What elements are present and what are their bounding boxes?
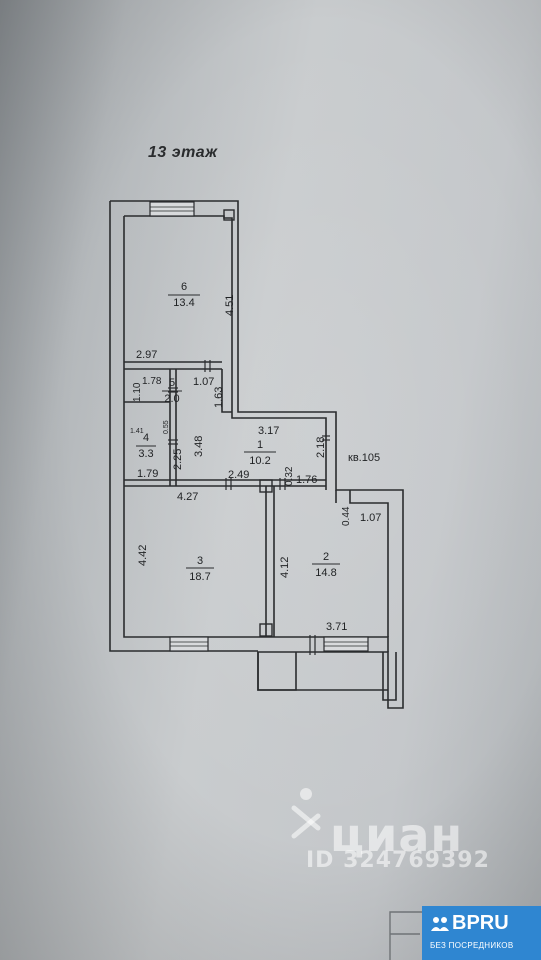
room-2-number: 2 [323,551,329,563]
column-3 [223,209,235,221]
badge-subtitle: БЕЗ ПОСРЕДНИКОВ [430,941,514,950]
dim-4-27: 4.27 [177,491,198,503]
dim-1-63: 1.63 [213,387,225,408]
dim-0-32: 0.32 [284,466,295,486]
window-room2 [323,636,369,652]
dim-1-41: 1.41 [130,428,144,435]
cian-logo-icon [291,788,321,839]
window-room6 [149,201,195,217]
wall-room2-right [349,490,389,637]
room-6-area: 13.4 [173,297,194,309]
wall-corridor [221,369,232,413]
room-1-area: 10.2 [249,455,270,467]
balcony [257,652,397,701]
dim-1-78: 1.78 [142,376,162,387]
floor-title: 13 этаж [148,144,218,161]
wall-rooms-2-3-divider [265,486,275,637]
dim-1-07-top: 1.07 [193,376,214,388]
column-2 [259,623,273,637]
room-5-number: 5 [169,377,175,389]
room-3-area: 18.7 [189,571,210,583]
watermark-brand: циан [330,808,464,862]
bpru-badge[interactable]: BPRU БЕЗ ПОСРЕДНИКОВ [422,906,541,960]
window-room3 [169,636,209,652]
dim-3-17: 3.17 [258,425,279,437]
dim-4-12: 4.12 [279,557,291,578]
dim-3-71: 3.71 [326,621,347,633]
dim-4-51: 4.51 [224,295,236,316]
room-6-number: 6 [181,281,187,293]
badge-name: BPRU [452,912,509,934]
dim-1-76: 1.76 [296,474,317,486]
dim-1-10: 1.10 [132,382,143,402]
dim-1-07-right: 1.07 [360,512,381,524]
dim-0-44: 0.44 [341,506,352,526]
watermark-listing-id: ID 324769392 [306,848,490,873]
room-4-area: 3.3 [138,448,153,460]
dim-4-42: 4.42 [137,545,149,566]
room-3-number: 3 [197,555,203,567]
room-5-area: 2.0 [164,393,179,405]
room-1-number: 1 [257,439,263,451]
dim-3-48: 3.48 [193,436,205,457]
dim-2-25: 2.25 [172,449,184,470]
column-1 [259,479,273,493]
dim-1-79: 1.79 [137,468,158,480]
wall-between-3-4 [124,479,258,487]
dim-2-97: 2.97 [136,349,157,361]
room-4-number: 4 [143,432,149,444]
apartment-label: кв.105 [348,452,380,464]
dim-2-18: 2.18 [315,437,327,458]
room-2-area: 14.8 [315,567,336,579]
dim-0-55: 0.55 [163,420,170,434]
dim-2-49: 2.49 [228,469,249,481]
people-icon [431,917,449,931]
wall-room6-bottom [124,361,222,370]
